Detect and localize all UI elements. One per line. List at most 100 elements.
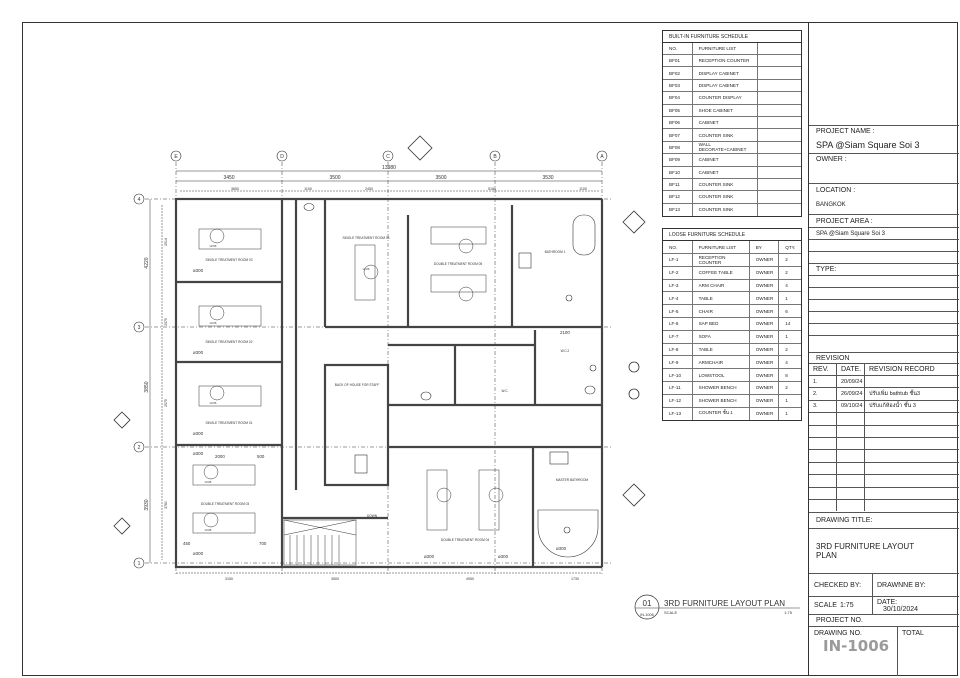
room-label: BATHROOM 1	[545, 250, 566, 254]
checked-row: CHECKED BY: DRAWNNE BY:	[809, 573, 959, 596]
item-name: RECEPTION COUNTER	[693, 55, 758, 67]
item-qty: 1	[785, 398, 788, 404]
furniture-tag: LF06	[205, 480, 212, 484]
caption-scale: 1:75	[784, 610, 793, 615]
dimension-text: 2514	[164, 238, 168, 246]
furniture-tag: LF06	[210, 244, 217, 248]
type-label: TYPE:	[809, 263, 959, 275]
rev-no: 3.	[809, 400, 837, 413]
sheet-border	[22, 22, 958, 676]
grid-bubble-1	[133, 557, 145, 569]
date-cell: DATE:30/10/2024	[873, 599, 918, 613]
grid-bubble-c	[382, 150, 394, 162]
toilet	[303, 203, 315, 211]
section-marker-icon	[622, 210, 646, 234]
item-name: COUNTER SINK	[693, 203, 758, 217]
furniture-tag: LF06	[205, 528, 212, 532]
owner-label: OWNER :	[809, 153, 959, 183]
toilet	[584, 385, 596, 395]
blank-row	[809, 251, 959, 263]
location: BANGKOK	[816, 202, 846, 208]
item-no: LF-6	[663, 317, 693, 330]
section-marker-icon	[622, 483, 646, 507]
item-name: COUNTER DISPLAY	[693, 92, 758, 104]
dimension-text: 2100	[560, 330, 570, 335]
grid-bubble-a	[596, 150, 608, 162]
item-qty: 2	[785, 346, 788, 352]
grid-label: 2	[138, 445, 141, 451]
fixture-tag: ø300	[424, 554, 435, 559]
section-marker-icon	[113, 517, 131, 535]
blank-row	[809, 287, 959, 299]
spa-beds	[192, 226, 504, 534]
revision-row	[809, 486, 959, 499]
caption-sheet: IN-1006	[640, 613, 654, 617]
grid-bubble-d	[276, 150, 288, 162]
item-by: OWNER	[750, 254, 780, 266]
grid-label: 4	[138, 197, 141, 203]
dimension-text: 4220	[144, 257, 150, 268]
dimension-text: 13980	[382, 165, 396, 171]
rev-date: 09/10/24	[837, 400, 865, 413]
schedule-title: BUILT-IN FURNITURE SCHEDULE	[663, 31, 801, 43]
caption-title: 3RD FURNITURE LAYOUT PLAN	[664, 599, 785, 608]
item-no: BF05	[663, 104, 693, 116]
header-list: FURNITURE LIST	[693, 241, 750, 253]
scale-value: 1:75	[839, 602, 854, 609]
item-qty: 6	[785, 308, 788, 314]
rev-date	[837, 475, 865, 487]
blank-row	[809, 275, 959, 287]
dimension-text: 3850	[144, 381, 150, 392]
project-area: SPA @Siam Square Soi 3	[809, 227, 959, 239]
scale-label: SCALE	[814, 602, 837, 609]
project-name-label: PROJECT NAME :	[809, 125, 959, 137]
revision-row	[809, 461, 959, 475]
item-no: BF09	[663, 154, 693, 166]
fixture-tag: ø300	[193, 268, 204, 273]
item-no: BF04	[663, 92, 693, 104]
grid-label: A	[600, 154, 604, 160]
checked-by-label: CHECKED BY:	[809, 574, 873, 596]
schedule-header: NO. FURNITURE LIST BY QTY.	[663, 241, 801, 254]
dimension-text: 700	[259, 541, 267, 546]
item-name: WALL DECORATE+CABINET	[693, 141, 758, 154]
schedule-header: NO. FURNITURE LIST	[663, 43, 801, 55]
dimension-text: 4950	[466, 577, 474, 581]
dimension-text: 3650	[231, 187, 239, 191]
grid-bubble-b	[489, 150, 501, 162]
room-label: MASTER BATHROOM	[556, 478, 589, 482]
dimension-text: 3450	[223, 175, 234, 181]
item-by: OWNER	[750, 407, 780, 421]
rev-date	[837, 413, 865, 425]
room-label: DOUBLE TREATMENT ROOM 05	[434, 262, 483, 266]
item-by: OWNER	[750, 317, 780, 330]
item-no: LF-4	[663, 292, 693, 305]
dimension-text: 1100	[304, 187, 312, 191]
rev-no	[809, 462, 837, 475]
header-list: FURNITURE LIST	[693, 43, 758, 54]
item-no: LF-12	[663, 394, 693, 407]
rev-date	[837, 438, 865, 450]
grid-bubble-2	[133, 441, 145, 453]
fixture-tag: ø300	[193, 451, 204, 456]
revision-row	[809, 412, 959, 425]
dimension-text: 3150	[225, 577, 233, 581]
item-no: BF02	[663, 67, 693, 79]
sink	[354, 454, 368, 474]
grid-label: D	[280, 154, 284, 160]
grid-bubble-e	[170, 150, 182, 162]
blank-row	[809, 239, 959, 251]
item-by: OWNER	[750, 381, 780, 394]
item-no: BF06	[663, 116, 693, 129]
